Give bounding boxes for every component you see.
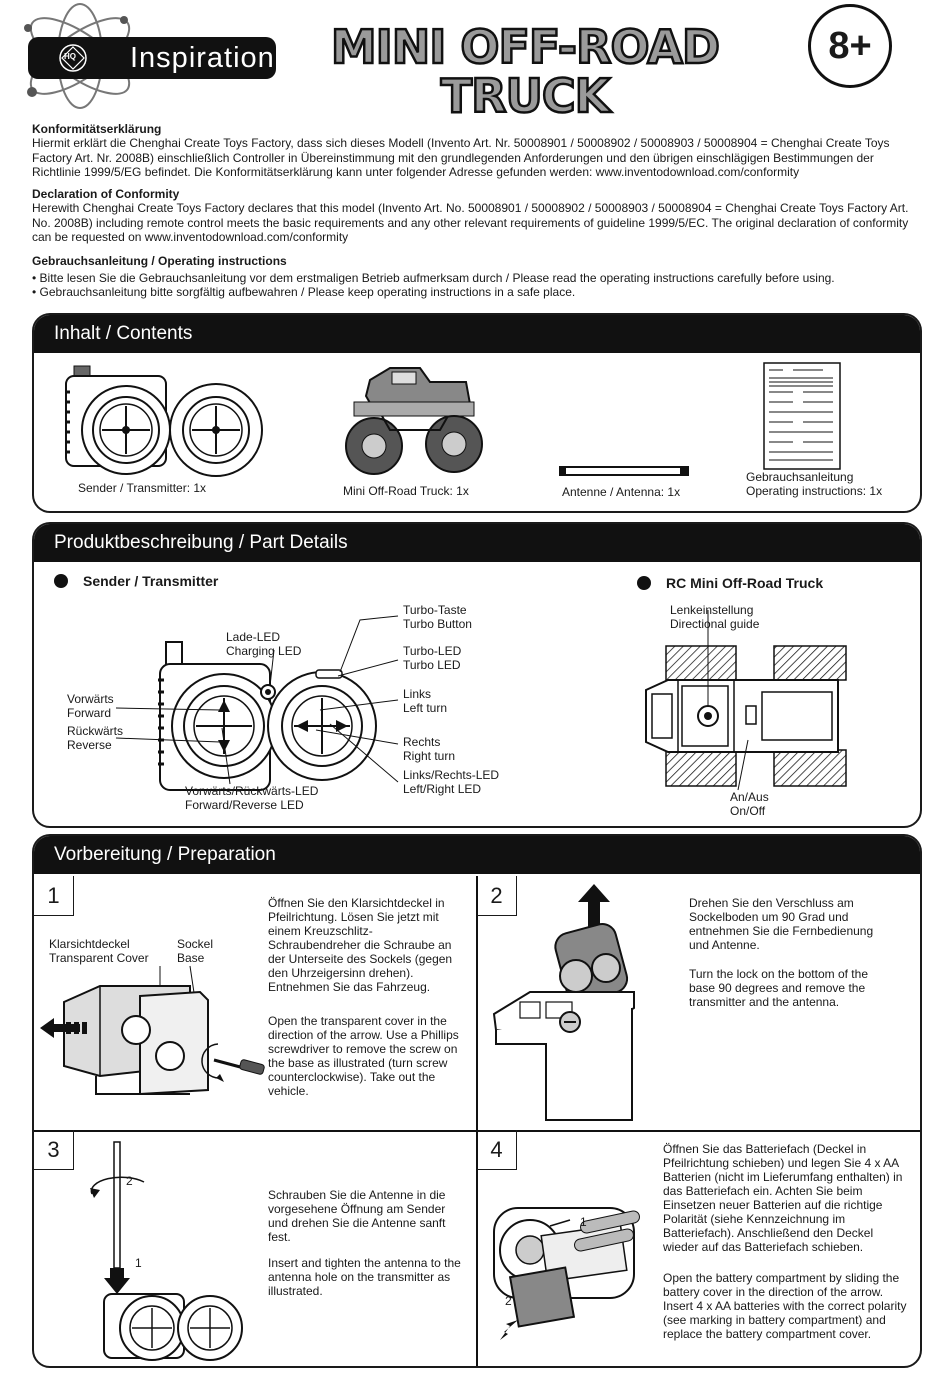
brand-logo: HQ Inspiration [20, 0, 280, 112]
step-3-mark-1: 1 [135, 1256, 142, 1270]
step-3-text-en: Insert and tighten the antenna to the an… [268, 1256, 461, 1298]
truck-illustration [345, 367, 483, 475]
prep-divider-horizontal [34, 1130, 920, 1132]
prep-heading: Vorbereitung / Preparation [34, 836, 920, 874]
step-3-text-de: Schrauben Sie die Antenne in die vorgese… [268, 1188, 446, 1244]
step-3-number: 3 [34, 1130, 74, 1170]
transmitter-leader-lines [115, 615, 399, 785]
product-title: MINI OFF-ROAD TRUCK [300, 20, 750, 123]
title-line-1: MINI OFF-ROAD [330, 20, 722, 74]
step-3-illustration [90, 1141, 243, 1361]
step-1-number: 1 [34, 876, 74, 916]
title-line-2: TRUCK [439, 69, 611, 123]
step-2-number: 2 [477, 876, 517, 916]
transmitter-illustration [65, 365, 263, 477]
hq-diamond-icon [59, 44, 87, 72]
step-3-mark-2: 2 [126, 1174, 133, 1188]
contents-heading: Inhalt / Contents [34, 315, 920, 353]
step-2-text-de: Drehen Sie den Verschluss am Sockelboden… [689, 896, 874, 952]
step-4-illustration [493, 1207, 640, 1340]
truck-top-diagram [645, 610, 847, 791]
step-4-text-en: Open the battery compartment by sliding … [663, 1271, 907, 1341]
step-4-mark-2: 2 [505, 1294, 512, 1308]
operating-bullet-2: • Gebrauchsanleitung bitte sorgfältig au… [32, 285, 576, 299]
step-2-illustration [492, 884, 635, 1121]
prep-divider-vertical [476, 876, 478, 1366]
step-1-text-en: Open the transparent cover in the direct… [268, 1014, 459, 1098]
logo-badge-text: HQ [64, 52, 76, 61]
contents-manual-label-en: Operating instructions: 1x [746, 484, 883, 498]
prep-section: Vorbereitung / Preparation [32, 834, 922, 1368]
operating-bullet-1: • Bitte lesen Sie die Gebrauchsanleitung… [32, 271, 835, 285]
tx-heading: Sender / Transmitter [83, 573, 219, 589]
parts-heading: Produktbeschreibung / Part Details [34, 524, 920, 562]
age-text: 8+ [828, 25, 872, 67]
truck-heading: RC Mini Off-Road Truck [666, 575, 824, 591]
conformity-de-heading: Konformitätserklärung [32, 122, 162, 136]
antenna-illustration [559, 466, 689, 476]
age-badge: 8+ [808, 4, 892, 88]
contents-section: Inhalt / Contents [32, 313, 922, 513]
tx-bullet [54, 574, 68, 588]
manual-illustration [763, 362, 841, 470]
conformity-de-text: Hiermit erklärt die Chenghai Create Toys… [32, 136, 890, 179]
step-4-text-de: Öffnen Sie das Batteriefach (Deckel in P… [663, 1142, 903, 1254]
conformity-en-heading: Declaration of Conformity [32, 187, 180, 201]
step-4-mark-1: 1 [580, 1215, 587, 1229]
logo-brand-text: Inspiration [130, 42, 275, 74]
parts-section: Produktbeschreibung / Part Details [32, 522, 922, 828]
step-1-text-de: Öffnen Sie den Klarsichtdeckel in Pfeilr… [268, 896, 453, 994]
contents-manual-label-de: Gebrauchsanleitung [746, 470, 854, 484]
step-2-text-en: Turn the lock on the bottom of the base … [689, 967, 868, 1009]
contents-antenna-label: Antenne / Antenna: 1x [562, 485, 681, 499]
contents-transmitter-label: Sender / Transmitter: 1x [78, 481, 207, 495]
step-1-illustration [40, 965, 265, 1096]
step-4-number: 4 [477, 1130, 517, 1170]
conformity-en-text: Herewith Chenghai Create Toys Factory de… [32, 201, 909, 244]
operating-heading: Gebrauchsanleitung / Operating instructi… [32, 254, 287, 268]
truck-bullet [637, 576, 651, 590]
transmitter-diagram [158, 641, 377, 791]
contents-truck-label: Mini Off-Road Truck: 1x [343, 484, 469, 498]
